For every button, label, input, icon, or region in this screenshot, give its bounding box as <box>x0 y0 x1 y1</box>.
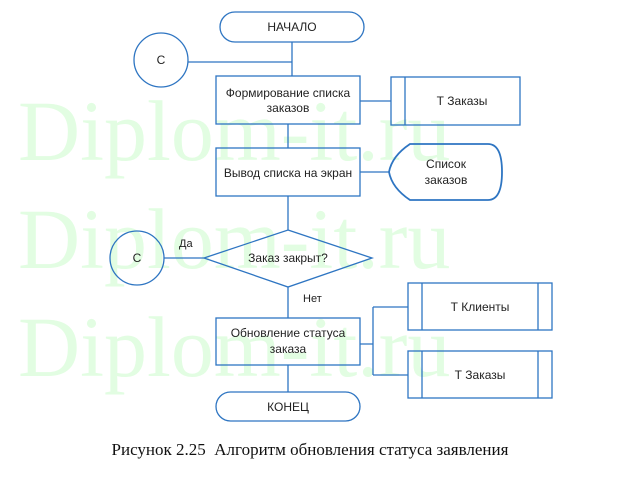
start-terminator: НАЧАЛО <box>219 11 365 43</box>
svg-text:Т Клиенты: Т Клиенты <box>451 300 510 314</box>
table-orders-1: Т Заказы <box>390 76 521 126</box>
svg-text:Список: Список <box>426 157 467 171</box>
svg-text:заказа: заказа <box>270 342 307 356</box>
connector-label: С <box>157 53 166 67</box>
connector-circle-top: С <box>133 32 189 88</box>
process-form-list: Формирование списка заказов <box>215 75 361 125</box>
svg-text:Т Заказы: Т Заказы <box>437 94 488 108</box>
watermark: Diplom-it.ru Diplom-it.ru Diplom-it.ru <box>18 83 450 395</box>
end-label: КОНЕЦ <box>267 400 309 414</box>
decision-order-closed: Заказ закрыт? <box>201 229 375 288</box>
process-update-status: Обновление статуса заказа <box>215 317 361 366</box>
end-terminator: КОНЕЦ <box>215 391 361 422</box>
start-label: НАЧАЛО <box>267 20 316 34</box>
figure-caption: Рисунок 2.25 Алгоритм обновления статуса… <box>112 440 509 459</box>
table-orders-2: Т Заказы <box>407 350 553 399</box>
svg-text:Вывод списка на экран: Вывод списка на экран <box>224 166 352 180</box>
watermark-text: Diplom-it.ru <box>18 191 450 287</box>
no-label: Нет <box>303 293 322 305</box>
watermark-text: Diplom-it.ru <box>18 83 450 179</box>
connector-lines <box>164 42 408 392</box>
connector-label: С <box>133 251 142 265</box>
table-clients: Т Клиенты <box>407 282 553 331</box>
svg-text:заказов: заказов <box>425 173 468 187</box>
display-list: Список заказов <box>388 143 503 201</box>
connector-circle-left: С <box>109 230 165 286</box>
process-show-list: Вывод списка на экран <box>215 147 361 197</box>
svg-text:Заказ закрыт?: Заказ закрыт? <box>248 251 328 265</box>
svg-text:Т Заказы: Т Заказы <box>455 368 506 382</box>
svg-text:заказов: заказов <box>267 101 310 115</box>
watermark-text: Diplom-it.ru <box>18 299 450 395</box>
yes-label: Да <box>179 238 193 250</box>
svg-text:Обновление статуса: Обновление статуса <box>231 326 346 340</box>
svg-text:Формирование списка: Формирование списка <box>226 86 351 100</box>
